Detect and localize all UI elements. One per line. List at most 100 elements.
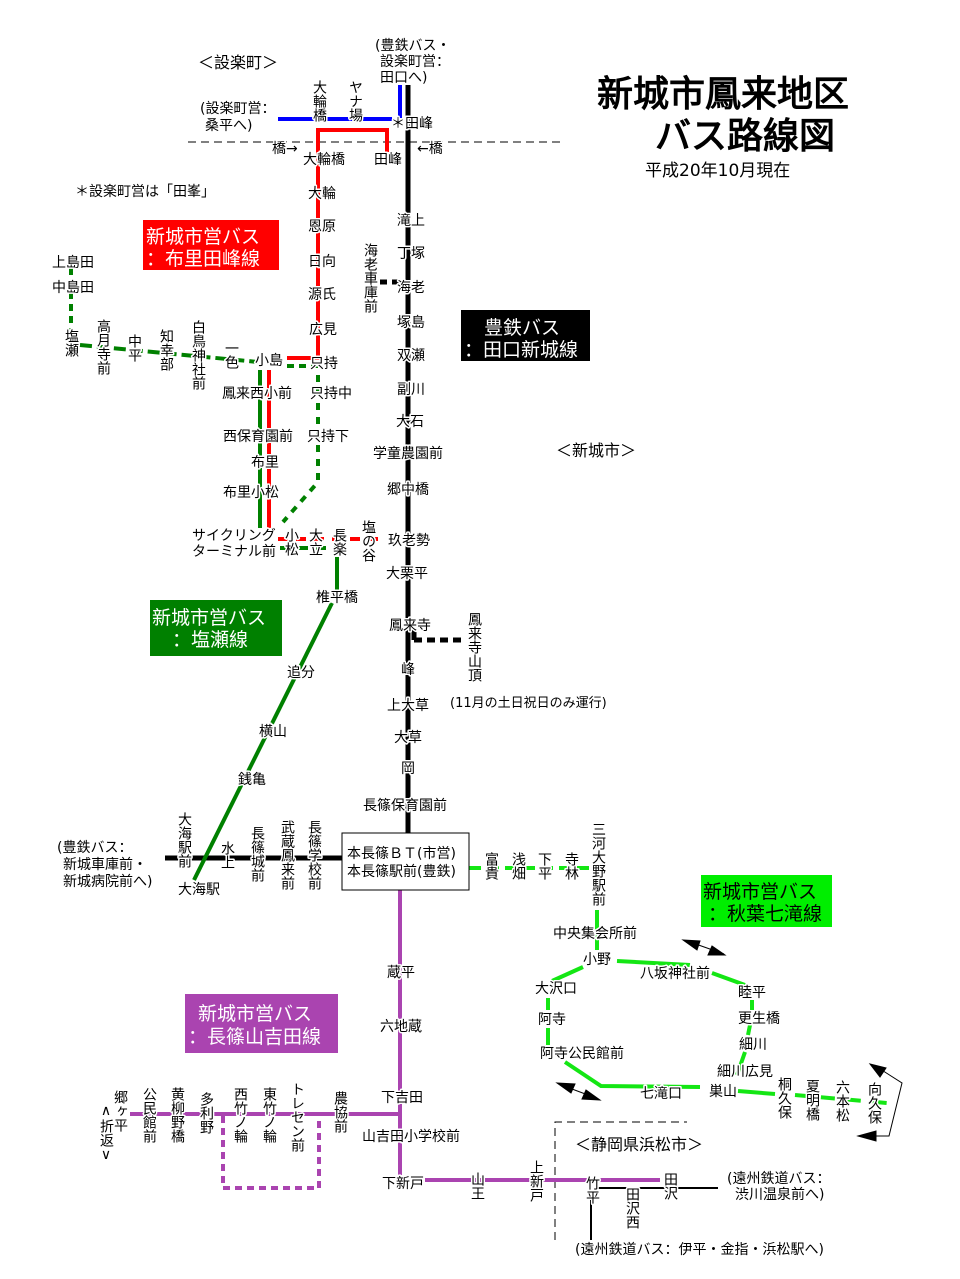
- stop-label-nanatakiguchi: 七滝口: [640, 1086, 682, 1102]
- stop-label-onbara: 恩原: [308, 219, 336, 235]
- stop-label-to-shibukawa2: 渋川温泉前へ): [735, 1186, 824, 1203]
- stop-label-suyama: 巣山: [709, 1084, 737, 1100]
- stop-label-oishi: 大石: [396, 414, 424, 430]
- stop-label-to-kuwahira2: 桑平へ): [205, 118, 252, 134]
- stop-label-asahata: 浅畑: [510, 852, 526, 880]
- stop-label-shinshiro-city: ＜新城市＞: [556, 441, 636, 460]
- stop-label-tsugeno: 黄柳野橋: [169, 1086, 185, 1143]
- stop-label-yamayoshida-school: 山吉田小学校前: [362, 1128, 460, 1145]
- stop-label-bridge-r: ←橋: [417, 141, 443, 157]
- stop-label-shionotani: 塩の谷: [360, 520, 376, 562]
- stop-label-mine: 峰: [401, 662, 415, 678]
- stop-label-tamine: 田峰: [374, 152, 402, 168]
- stop-label-tadamochi-shimo: 只持下: [307, 429, 349, 445]
- stop-label-to-shibukawa1: (遠州鉄道バス：: [727, 1171, 830, 1187]
- route-akiba-lines: [469, 866, 888, 1105]
- legend-nunori: 新城市営バス ：布里田峰線: [143, 220, 279, 270]
- stop-label-to-shinshiro1: (豊鉄バス：: [57, 840, 132, 856]
- arrow-icon: [868, 1063, 887, 1078]
- stop-label-turnback: ∧折返∨: [98, 1103, 114, 1163]
- stop-label-kuroze: 玖老勢: [388, 533, 430, 549]
- stop-label-shimodaira: 下平: [536, 852, 552, 880]
- legend-toyotetsu-line1: 豊鉄バス: [484, 317, 560, 339]
- stop-label-higashitakenowa: 東竹ノ輪: [261, 1087, 277, 1143]
- stop-label-hiromi: 広見: [309, 322, 337, 338]
- route-nunori-lines: [267, 128, 389, 541]
- stop-label-roppon: 六本松: [834, 1080, 850, 1122]
- stop-label-gogadaira: 郷ヶ平: [112, 1090, 128, 1132]
- stop-label-natsuake: 夏明橋: [804, 1079, 820, 1121]
- stop-label-ono: 小野: [583, 952, 611, 968]
- route-enshu-lines: [590, 1187, 718, 1240]
- stop-label-ogurudaira: 大栗平: [386, 566, 428, 582]
- stop-label-hosokawa-hiromi: 細川広見: [717, 1064, 773, 1080]
- stop-label-nishihoiku: 西保育園前: [223, 428, 293, 445]
- stop-label-to-shinshiro2: 新城車庫前・: [63, 856, 147, 873]
- stop-label-nagashino-hoiku: 長篠保育園前: [363, 797, 447, 814]
- stop-label-hamamatsu: ＜静岡県浜松市＞: [575, 1135, 703, 1154]
- stop-label-note-tamine: ＊設楽町営は「田峯」: [75, 184, 215, 200]
- stop-label-takiue: 滝上: [397, 213, 425, 229]
- stop-label-kamiokusa: 上大草: [387, 698, 429, 714]
- stop-label-shiidaira: 椎平橋: [316, 590, 358, 606]
- stop-label-tazawanishi: 田沢西: [624, 1187, 640, 1229]
- stop-label-owa: 大輪: [308, 185, 336, 202]
- stop-label-fuki: 富貴: [483, 851, 499, 880]
- route-nagashino-lines: [130, 890, 660, 1190]
- stop-label-nunori: 布里: [251, 455, 279, 471]
- stop-label-hosokawa: 細川: [739, 1037, 767, 1053]
- stop-label-kamishimada: 上島田: [52, 255, 94, 271]
- stop-label-to-taguchi2: 設楽町営：: [380, 54, 450, 70]
- stop-label-sanno: 山王: [469, 1172, 485, 1200]
- arrow-icon: [681, 939, 701, 951]
- stop-label-adera: 阿寺: [538, 1012, 566, 1028]
- stop-label-nagashinojo: 長篠城前: [249, 826, 265, 883]
- stop-label-horainishi: 鳳来西小前: [222, 385, 292, 402]
- stop-label-nokyo: 農協前: [332, 1091, 348, 1134]
- stop-label-nov-note: (11月の土日祝日のみ運行): [450, 696, 607, 711]
- route-toyotetsu-lines: [165, 85, 466, 861]
- stop-label-kamishindo: 上新戸: [528, 1160, 544, 1202]
- stop-label-adera-kominkan: 阿寺公民館前: [540, 1045, 624, 1062]
- arrow-icon: [555, 1082, 576, 1094]
- stop-label-shimoyoshida: 下吉田: [381, 1090, 423, 1106]
- stop-label-komatsu: 小松: [283, 528, 299, 556]
- stop-label-bridge-l: 橋→: [272, 141, 298, 157]
- stop-label-musashi: 武蔵鳳来前: [279, 820, 295, 891]
- stop-label-oiwake: 追分: [287, 665, 315, 681]
- map-title: 新城市鳳来地区 バス路線図 平成20年10月現在: [597, 74, 849, 181]
- stop-label-yasaka: 八坂神社前: [640, 965, 710, 982]
- stop-label-yanaba: ヤナ場: [347, 80, 363, 122]
- stop-label-koseibashi: 更生橋: [738, 1011, 780, 1027]
- stop-label-ebi-garage: 海老車庫前: [362, 243, 378, 314]
- legend-shiose-line1: 新城市営バス: [152, 607, 266, 629]
- stop-label-kozukiji: 高月寺前: [95, 318, 111, 376]
- stop-label-cycling1: サイクリング: [192, 528, 276, 544]
- legend-toyotetsu: 豊鉄バス ：田口新城線: [461, 310, 590, 361]
- stop-label-minakami: 水上: [219, 841, 235, 869]
- arrow-icon: [707, 945, 727, 956]
- stop-label-osawaguchi: 大沢口: [535, 981, 577, 997]
- legend-akiba-line1: 新城市営バス: [703, 881, 817, 903]
- title-date: 平成20年10月現在: [645, 161, 790, 181]
- stop-label-toresen: トレセン前: [289, 1082, 305, 1153]
- title-line2: バス路線図: [655, 116, 835, 157]
- hub-label-toyotetsu: 本長篠駅前(豊鉄): [347, 863, 456, 880]
- stop-label-nakadaira: 中平: [126, 334, 142, 362]
- hub-nagashino-bt[interactable]: 本長篠ＢＴ(市営) 本長篠駅前(豊鉄): [341, 832, 470, 891]
- stop-label-nunori-komatsu: 布里小松: [223, 485, 279, 501]
- stop-label-odachi: 大立: [307, 528, 323, 556]
- stop-label-kuradaira: 蔵平: [387, 965, 415, 981]
- legend-akiba: 新城市営バス ：秋葉七滝線: [701, 875, 832, 927]
- stop-label-ebi: 海老: [397, 280, 425, 296]
- stop-label-rokujizo: 六地蔵: [380, 1019, 422, 1035]
- stop-label-tadamochi-naka: 只持中: [310, 386, 352, 402]
- stop-label-kojima: 小島: [255, 353, 283, 369]
- title-line1: 新城市鳳来地区: [597, 74, 849, 115]
- stop-label-mikawaono: 三河大野駅前: [590, 822, 606, 907]
- stop-label-gakudo: 学童農園前: [373, 445, 443, 462]
- stop-label-chikobe: 知幸部: [158, 328, 174, 371]
- stop-label-to-hamamatsu: (遠州鉄道バス：伊平・金指・浜松駅へ): [575, 1242, 824, 1258]
- legend-toyotetsu-line2: ：田口新城線: [464, 339, 578, 361]
